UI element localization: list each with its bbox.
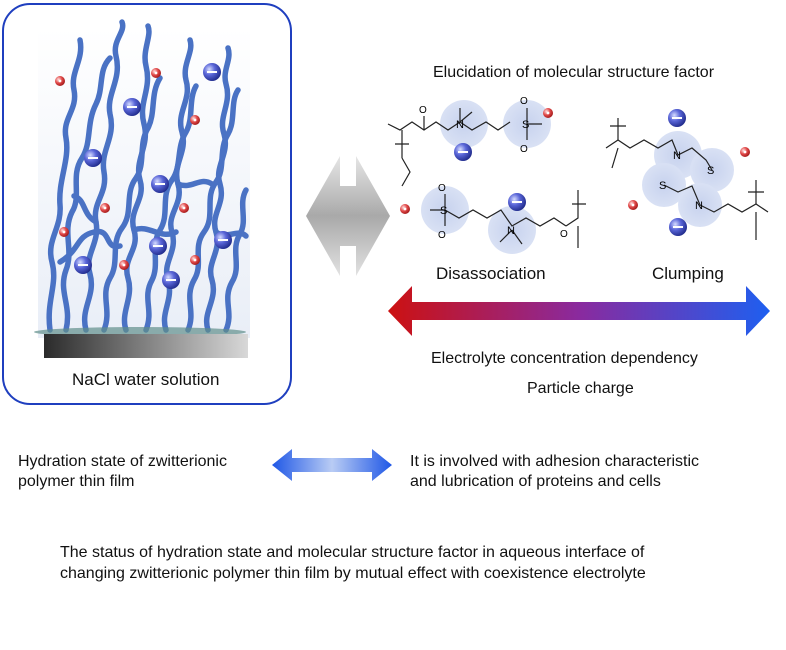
oxygen-label: O	[438, 230, 446, 241]
panel-ions	[55, 63, 232, 289]
anion-icon	[162, 271, 180, 289]
oxygen-label: O	[419, 105, 427, 116]
cation-icon	[59, 227, 69, 237]
anion-icon	[149, 237, 167, 255]
relation-left-line-1: Hydration state of zwitterionic	[18, 453, 227, 470]
sulfur-label: S	[440, 205, 447, 217]
sulfur-label: S	[522, 119, 529, 131]
oxygen-label: O	[560, 229, 568, 240]
footer-line-2: changing zwitterionic polymer thin film …	[60, 565, 646, 582]
cation-icon	[543, 108, 553, 118]
footer-summary: The status of hydration state and molecu…	[60, 542, 646, 584]
gradient-caption-charge: Particle charge	[527, 380, 634, 397]
anion-icon	[151, 175, 169, 193]
sulfur-label: S	[659, 180, 666, 192]
anion-icon	[74, 256, 92, 274]
relation-right-text: It is involved with adhesion characteris…	[410, 452, 699, 492]
nitrogen-label: N	[695, 200, 703, 212]
sulfur-label: S	[707, 165, 714, 177]
oxygen-label: O	[520, 144, 528, 155]
disassociation-label: Disassociation	[436, 264, 546, 283]
relation-double-arrow	[272, 449, 392, 481]
footer-line-1: The status of hydration state and molecu…	[60, 544, 645, 561]
substrate	[44, 334, 248, 358]
nitrogen-label: N	[456, 119, 464, 131]
cation-icon	[190, 255, 200, 265]
cation-icon	[55, 76, 65, 86]
clumping-label: Clumping	[652, 264, 724, 283]
gray-double-arrow	[306, 156, 390, 276]
relation-left-line-2: polymer thin film	[18, 473, 135, 490]
cation-icon	[179, 203, 189, 213]
oxygen-label: O	[438, 183, 446, 194]
nitrogen-label: N	[507, 225, 515, 237]
gradient-caption-concentration: Electrolyte concentration dependency	[431, 350, 698, 367]
concentration-gradient-arrow	[388, 286, 770, 336]
disassociation-molecule-top	[387, 100, 551, 187]
anion-icon	[203, 63, 221, 81]
cation-icon	[119, 260, 129, 270]
anion-icon	[669, 218, 687, 236]
structure-factor-title: Elucidation of molecular structure facto…	[433, 64, 715, 81]
cation-icon	[628, 200, 638, 210]
anion-icon	[454, 143, 472, 161]
cation-icon	[190, 115, 200, 125]
relation-right-line-2: and lubrication of proteins and cells	[410, 473, 661, 490]
cation-icon	[151, 68, 161, 78]
clumping-molecule	[605, 118, 769, 240]
disassociation-molecule-bottom	[421, 186, 586, 254]
cation-icon	[740, 147, 750, 157]
anion-icon	[508, 193, 526, 211]
nitrogen-label: N	[673, 150, 681, 162]
relation-left-text: Hydration state of zwitterionic polymer …	[18, 452, 227, 492]
panel-caption: NaCl water solution	[72, 370, 220, 389]
cation-icon	[400, 204, 410, 214]
anion-icon	[214, 231, 232, 249]
anion-icon	[123, 98, 141, 116]
oxygen-label: O	[520, 96, 528, 107]
anion-icon	[84, 149, 102, 167]
relation-right-line-1: It is involved with adhesion characteris…	[410, 453, 700, 470]
anion-icon	[668, 109, 686, 127]
cation-icon	[100, 203, 110, 213]
